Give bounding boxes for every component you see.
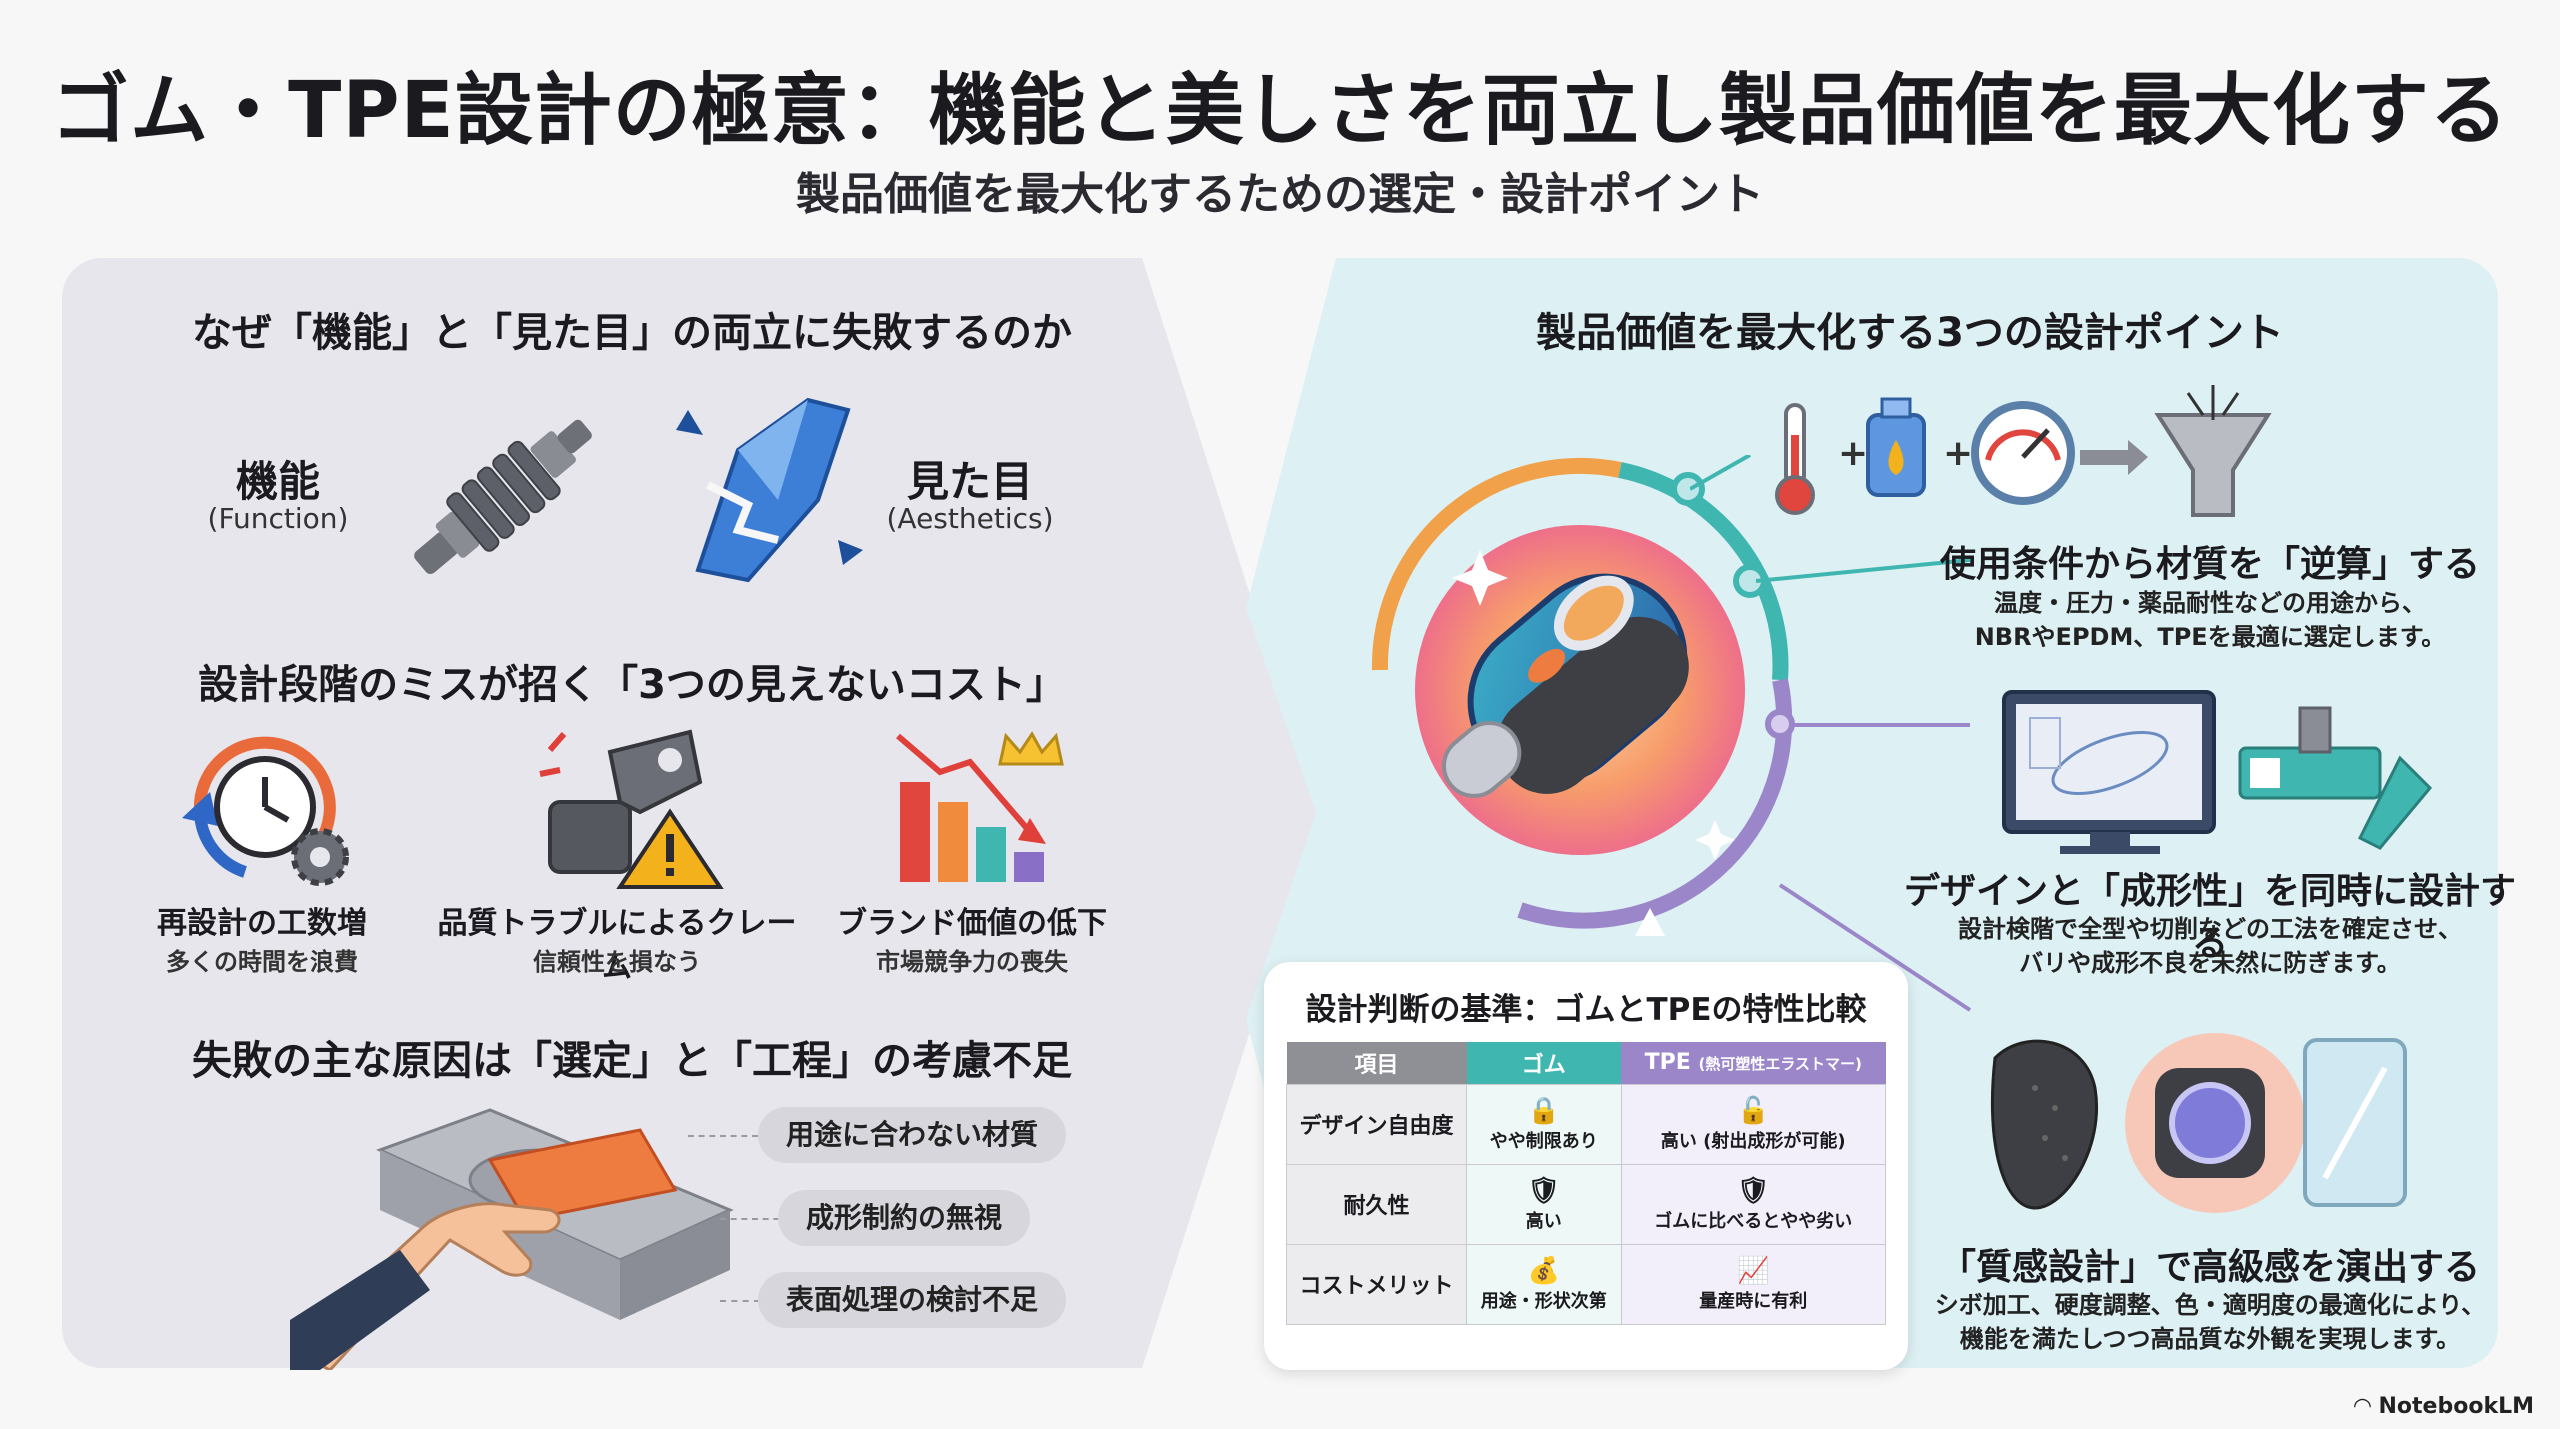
section-hidden-costs-heading: 設計段階のミスが招く「3つの見えないコスト」 bbox=[198, 662, 1066, 708]
table-header-rubber: ゴム bbox=[1466, 1042, 1622, 1084]
point1-desc-line2: NBRやEPDM、TPEを最適に選定します。 bbox=[1974, 623, 2446, 651]
thermometer-bottle-gauge-funnel-icon: + + bbox=[1775, 385, 2272, 517]
cause-pill-molding: 成形制約の無視 bbox=[778, 1190, 1031, 1246]
brand-label: NotebookLM bbox=[2378, 1394, 2534, 1419]
cause-pill-surface: 表面処理の検討不足 bbox=[758, 1272, 1067, 1328]
notebooklm-brand: ◠ NotebookLM bbox=[2354, 1394, 2534, 1419]
cell-tpe-durability: 🛡 ゴムに比べるとやや劣い bbox=[1620, 1163, 1887, 1245]
cost-redesign-sub: 多くの時間を浪費 bbox=[166, 948, 358, 976]
point2-desc-line1: 設計検階で全型や切削などの工法を確定させ、 bbox=[1958, 915, 2462, 943]
point3-title: 「質感設計」で高級感を演出する bbox=[1939, 1247, 2480, 1288]
cell-tpe-design: 🔓 高い (射出成形が可能) bbox=[1620, 1083, 1887, 1165]
notebooklm-logo-icon: ◠ bbox=[2353, 1394, 2379, 1419]
mold-hand-illustration bbox=[290, 1108, 734, 1370]
function-label: 機能 bbox=[235, 457, 320, 506]
comparison-title: 設計判断の基準：ゴムとTPEの特性比較 bbox=[1305, 992, 1867, 1028]
cracked-crystal-icon bbox=[676, 397, 863, 583]
design-points-heading: 製品価値を最大化する3つの設計ポイント bbox=[1536, 310, 2284, 356]
product-ring-illustration bbox=[1371, 458, 1795, 936]
row-label-durability: 耐久性 bbox=[1286, 1163, 1467, 1245]
cell-rubber-design: 🔒 やや制限あり bbox=[1466, 1083, 1622, 1165]
point-connectors bbox=[1690, 455, 1972, 1012]
cell-rubber-cost: 💰 用途・形状次第 bbox=[1466, 1243, 1622, 1325]
cad-monitor-molding-icon bbox=[2002, 690, 2433, 854]
table-row: 耐久性 🛡 高い 🛡 ゴムに比べるとやや劣い bbox=[1286, 1163, 1887, 1245]
section-why-fail-heading: なぜ「機能」と「見た目」の両立に失敗するのか bbox=[192, 310, 1072, 356]
unlock-icon: 🔓 bbox=[1737, 1096, 1770, 1126]
cause-connector-2 bbox=[720, 1218, 790, 1220]
page-subtitle: 製品価値を最大化するための選定・設計ポイント bbox=[796, 169, 1764, 220]
section-causes-heading: 失敗の主な原因は「選定」と「工程」の考慮不足 bbox=[192, 1038, 1072, 1084]
cause-connector-3 bbox=[720, 1300, 760, 1302]
aesthetics-sublabel: (Aesthetics) bbox=[886, 502, 1054, 535]
table-header-tpe: TPE (熱可塑性エラストマー) bbox=[1621, 1042, 1886, 1084]
point3-desc-line1: シボ加工、硬度調整、色・適明度の最適化により、 bbox=[1934, 1291, 2486, 1319]
plus-sign-2: + bbox=[1943, 433, 1973, 474]
table-row: コストメリット 💰 用途・形状次第 📈 量産時に有利 bbox=[1286, 1243, 1887, 1325]
page-title: ゴム・TPE設計の極意：機能と美しさを両立し製品価値を最大化する bbox=[51, 66, 2509, 156]
table-header-tpe-note: (熱可塑性エラストマー) bbox=[1698, 1055, 1862, 1074]
row-label-design-freedom: デザイン自由度 bbox=[1286, 1083, 1467, 1165]
cell-rubber-design-text: やや制限あり bbox=[1489, 1131, 1598, 1152]
comparison-table: 項目 ゴム TPE (熱可塑性エラストマー) デザイン自由度 🔒 やや制限あり … bbox=[1286, 1042, 1887, 1325]
cause-connector-1 bbox=[688, 1135, 758, 1137]
point3-desc-line2: 機能を満たしつつ高品質な外観を実現します。 bbox=[1959, 1325, 2461, 1353]
cell-tpe-durability-text: ゴムに比べるとやや劣い bbox=[1654, 1211, 1853, 1232]
point2-desc-line2: バリや成形不良を未然に防ぎます。 bbox=[2019, 949, 2401, 977]
coins-question-icon: 💰 bbox=[1527, 1256, 1560, 1286]
cost-quality-title: 品質トラブルによるクレーム bbox=[437, 906, 797, 985]
texture-button-glass-icon bbox=[1990, 1033, 2407, 1213]
spring-shaft-icon bbox=[414, 419, 592, 574]
cause-pill-material: 用途に合わない材質 bbox=[758, 1107, 1067, 1163]
table-row: デザイン自由度 🔒 やや制限あり 🔓 高い (射出成形が可能) bbox=[1286, 1083, 1887, 1165]
shield-icon: 🛡 bbox=[1527, 1176, 1561, 1206]
function-sublabel: (Function) bbox=[207, 502, 349, 535]
aesthetics-label: 見た目 bbox=[906, 457, 1033, 506]
cost-brand-title: ブランド価値の低下 bbox=[837, 906, 1107, 941]
point1-title: 使用条件から材質を「逆算」する bbox=[1939, 544, 2480, 585]
cost-brand-sub: 市場競争力の喪失 bbox=[876, 948, 1068, 976]
table-header-tpe-label: TPE bbox=[1644, 1050, 1691, 1076]
shield-check-icon: 🛡 bbox=[1736, 1176, 1770, 1206]
plus-sign-1: + bbox=[1838, 433, 1868, 474]
broken-part-warning-icon bbox=[539, 729, 724, 889]
comparison-card: 設計判断の基準：ゴムとTPEの特性比較 項目 ゴム TPE (熱可塑性エラストマ… bbox=[1264, 962, 1908, 1370]
row-label-cost: コストメリット bbox=[1286, 1243, 1467, 1325]
cell-rubber-durability: 🛡 高い bbox=[1466, 1163, 1622, 1245]
cost-redesign-title: 再設計の工数増 bbox=[157, 906, 367, 941]
coins-trend-icon: 📈 bbox=[1737, 1256, 1770, 1286]
table-header-item: 項目 bbox=[1286, 1042, 1467, 1084]
cell-tpe-design-text: 高い (射出成形が可能) bbox=[1660, 1131, 1846, 1152]
cell-tpe-cost: 📈 量産時に有利 bbox=[1620, 1243, 1887, 1325]
cell-rubber-cost-text: 用途・形状次第 bbox=[1480, 1291, 1607, 1312]
lock-icon: 🔒 bbox=[1527, 1096, 1560, 1126]
point2-title: デザインと「成形性」を同時に設計する bbox=[1903, 871, 2516, 964]
cell-tpe-cost-text: 量産時に有利 bbox=[1699, 1291, 1808, 1312]
clock-gear-icon bbox=[182, 736, 349, 886]
cost-quality-sub: 信頼性を損なう bbox=[533, 948, 701, 976]
cell-rubber-durability-text: 高い bbox=[1525, 1211, 1562, 1232]
point1-desc-line1: 温度・圧力・薬品耐性などの用途から、 bbox=[1994, 589, 2426, 617]
falling-bars-crown-icon bbox=[896, 731, 1064, 882]
